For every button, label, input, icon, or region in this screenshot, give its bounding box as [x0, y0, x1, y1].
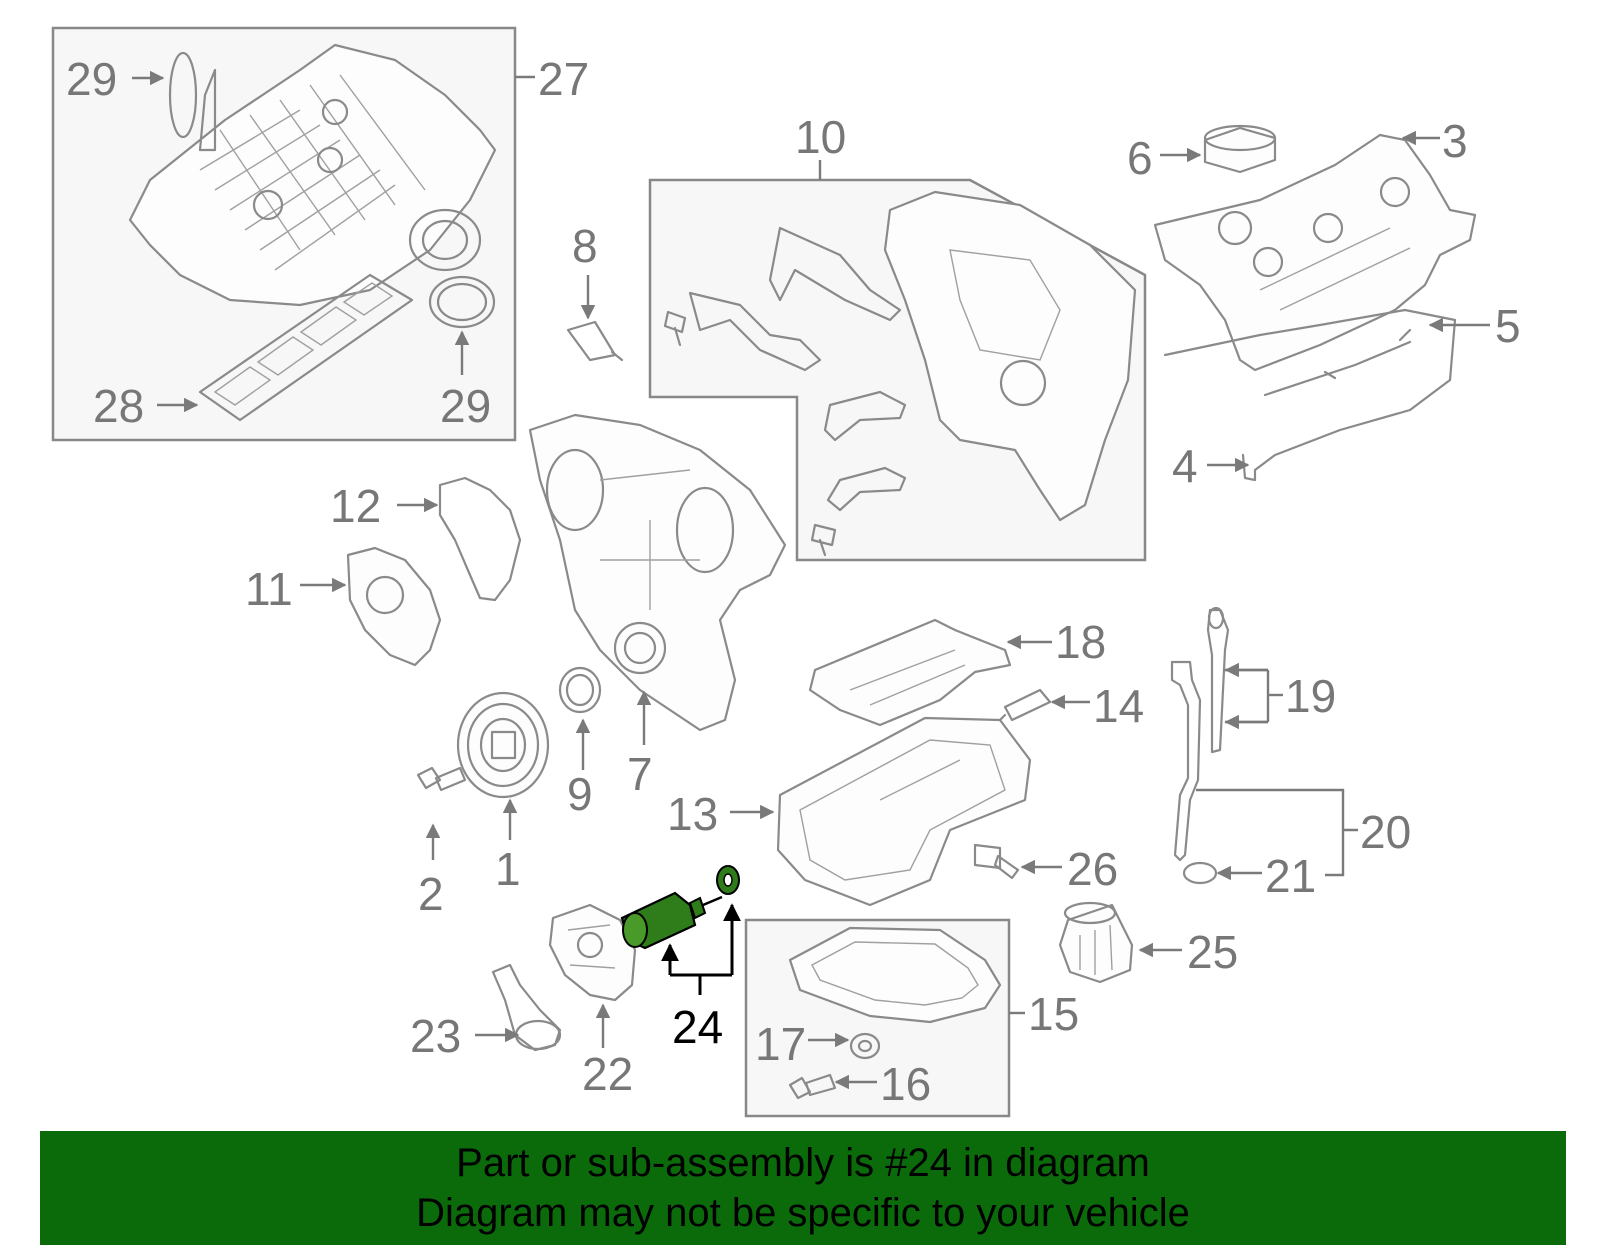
- water-pump-part: [346, 546, 442, 667]
- info-banner-line-2: Diagram may not be specific to your vehi…: [416, 1191, 1190, 1235]
- sealant-tube-14-part: [993, 688, 1052, 727]
- front-cover-part: [528, 413, 787, 732]
- callout-10: 10: [795, 111, 846, 163]
- dipstick-part: [1206, 606, 1230, 754]
- callout-23: 23: [410, 1010, 461, 1062]
- callout-14: 14: [1093, 680, 1144, 732]
- callout-2: 2: [418, 868, 444, 920]
- oil-filter-part: [1058, 901, 1134, 984]
- callout-12: 12: [330, 480, 381, 532]
- callout-6: 6: [1127, 132, 1153, 184]
- front-crank-seal-part: [558, 666, 602, 714]
- crankshaft-pulley-part: [456, 691, 550, 799]
- oil-strainer-part: [491, 963, 562, 1052]
- highlighted-part-24-washer: [716, 865, 740, 895]
- timing-cover-inner-part: [663, 190, 1137, 557]
- callout-21: 21: [1265, 850, 1316, 902]
- oil-pump-part: [548, 903, 637, 1002]
- highlighted-part-24-sensor: [620, 891, 723, 950]
- callout-28: 28: [93, 380, 144, 432]
- callout-16: 16: [880, 1058, 931, 1110]
- callout-7: 7: [627, 748, 653, 800]
- intake-gasket-29-bottom: [428, 275, 496, 329]
- intake-gasket-29-top: [168, 51, 198, 139]
- callout-5: 5: [1495, 300, 1521, 352]
- water-pump-gasket-part: [438, 476, 522, 602]
- lower-oil-pan-part: [788, 926, 1002, 1024]
- callout-8: 8: [572, 220, 598, 272]
- callout-29-top: 29: [66, 53, 117, 105]
- drain-plug-washer-part: [849, 1032, 881, 1060]
- valve-cover-part: [1153, 133, 1477, 372]
- oil-filler-cap-part: [1203, 124, 1277, 174]
- parts-diagram: 29 27 28 29 10 3 6 5 4: [51, 26, 1521, 1118]
- callout-18: 18: [1055, 616, 1106, 668]
- callout-13: 13: [667, 788, 718, 840]
- dipstick-tube-part: [1170, 660, 1202, 862]
- info-banner: Part or sub-assembly is #24 in diagram D…: [40, 1131, 1566, 1245]
- callout-24: 24: [672, 1001, 723, 1053]
- info-banner-line-1: Part or sub-assembly is #24 in diagram: [456, 1141, 1150, 1185]
- callout-4: 4: [1172, 440, 1198, 492]
- callout-26: 26: [1067, 843, 1118, 895]
- oil-pan-upper-part: [776, 716, 1032, 907]
- callout-3: 3: [1442, 115, 1468, 167]
- callout-20: 20: [1360, 806, 1411, 858]
- intake-manifold-part: [128, 43, 497, 307]
- pulley-bolt-part: [416, 766, 467, 792]
- leader-24: [661, 903, 741, 995]
- callout-1: 1: [495, 843, 521, 895]
- callout-17: 17: [755, 1018, 806, 1070]
- callout-11: 11: [245, 563, 293, 615]
- callout-29-bottom: 29: [440, 380, 491, 432]
- oil-pressure-switch-part: [973, 843, 1020, 880]
- dipstick-oring-part: [1182, 861, 1218, 885]
- callout-19: 19: [1285, 670, 1336, 722]
- callout-15: 15: [1028, 988, 1079, 1040]
- valve-cover-gasket-part: [1163, 308, 1457, 482]
- oil-baffle-part: [808, 618, 1012, 727]
- callout-22: 22: [582, 1048, 633, 1100]
- callout-9: 9: [567, 768, 593, 820]
- sealant-tube-8-part: [566, 320, 624, 362]
- callout-27: 27: [538, 53, 589, 105]
- intake-gasket-28: [198, 273, 414, 422]
- callout-25: 25: [1187, 926, 1238, 978]
